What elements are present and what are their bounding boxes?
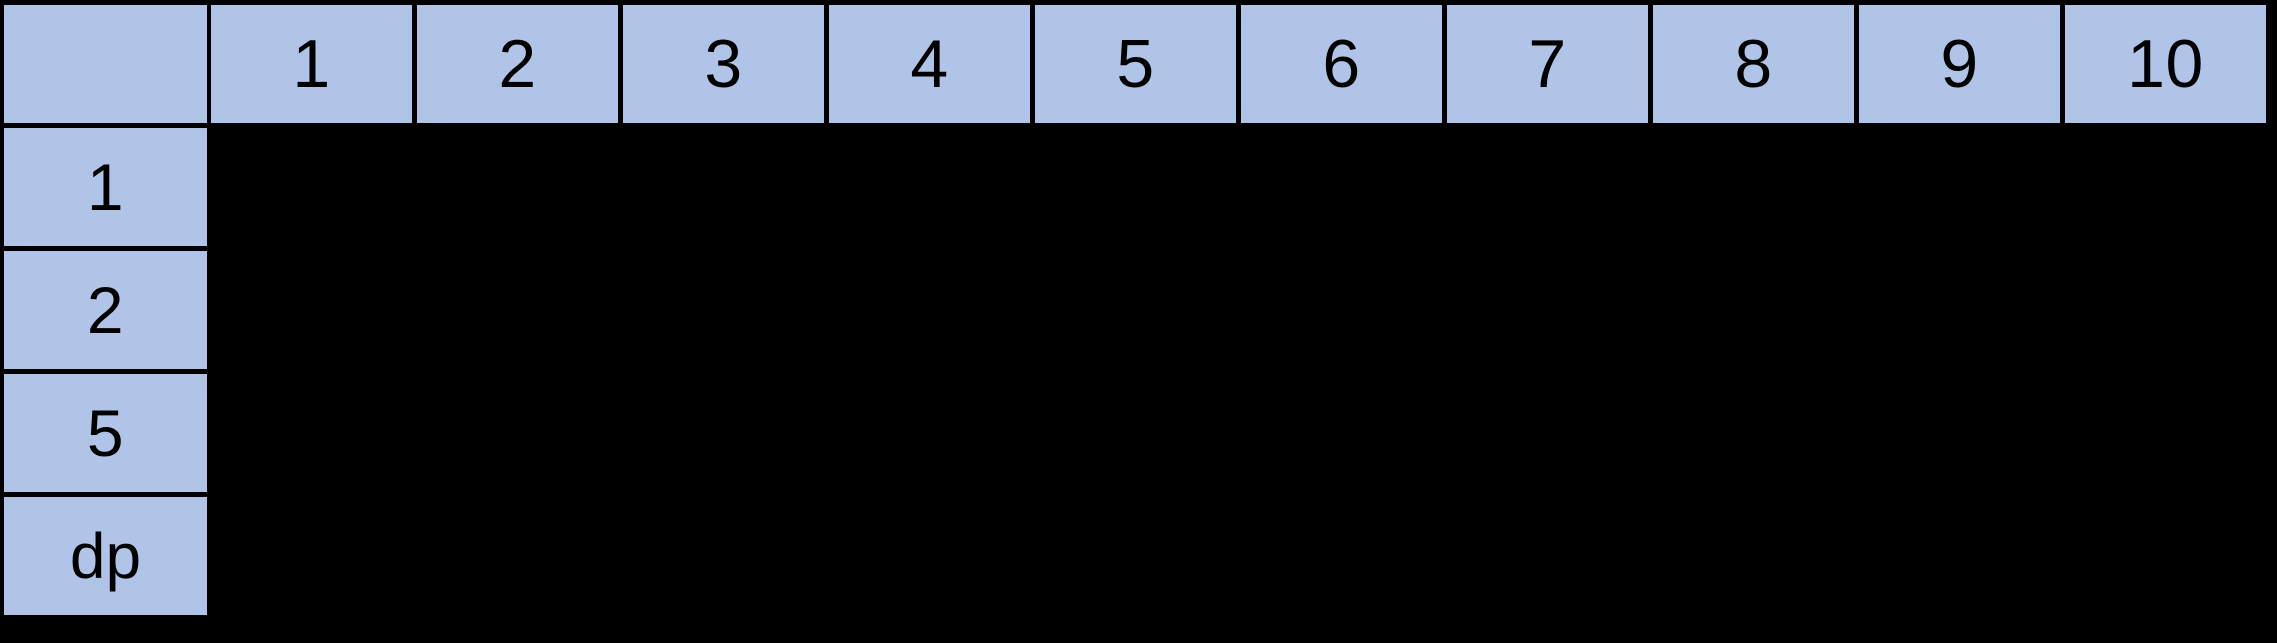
table-corner-cell — [4, 5, 207, 123]
row-label-1[interactable]: 1 — [4, 128, 207, 246]
column-header-4[interactable]: 4 — [829, 5, 1030, 123]
column-header-1[interactable]: 1 — [211, 5, 412, 123]
row-label-2[interactable]: 2 — [4, 251, 207, 369]
row-label-dp[interactable]: dp — [4, 497, 207, 615]
column-header-2[interactable]: 2 — [417, 5, 618, 123]
row-label-5[interactable]: 5 — [4, 374, 207, 492]
column-header-9[interactable]: 9 — [1859, 5, 2060, 123]
column-header-8[interactable]: 8 — [1653, 5, 1854, 123]
column-header-6[interactable]: 6 — [1241, 5, 1442, 123]
column-header-3[interactable]: 3 — [623, 5, 824, 123]
column-header-5[interactable]: 5 — [1035, 5, 1236, 123]
column-header-10[interactable]: 10 — [2065, 5, 2266, 123]
column-header-7[interactable]: 7 — [1447, 5, 1648, 123]
